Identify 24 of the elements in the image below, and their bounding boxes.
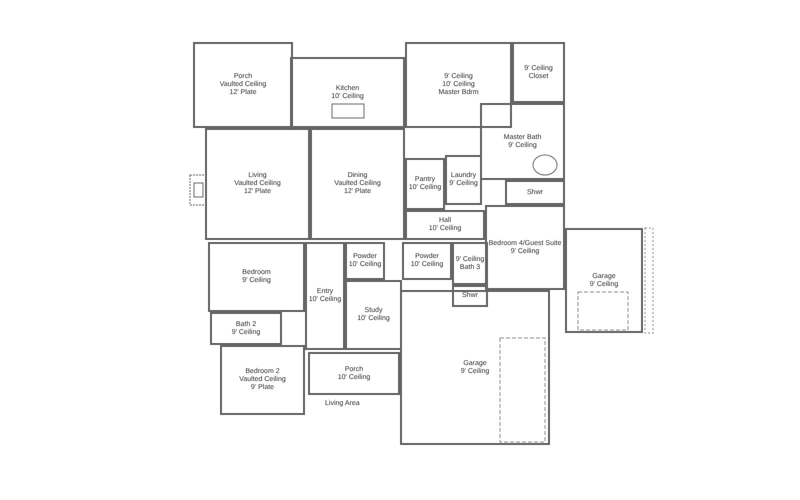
room-outline [400, 290, 550, 445]
room-outline [310, 128, 405, 240]
room-outline [452, 242, 488, 285]
room-outline [308, 352, 400, 395]
room-outline [345, 242, 385, 280]
room-outline [512, 42, 565, 103]
room-outline [305, 242, 345, 350]
room-outline [485, 205, 565, 290]
room-outline [405, 210, 485, 240]
room-outline [445, 155, 482, 205]
room-outline [205, 128, 310, 240]
room-outline [505, 180, 565, 205]
room-outline [405, 158, 445, 210]
room-outline [210, 312, 282, 345]
room-outline [193, 42, 293, 128]
room-outline [220, 345, 305, 415]
room-outline [480, 103, 565, 180]
room-outline [565, 228, 643, 333]
room-outline [452, 285, 488, 307]
room-outline [402, 242, 452, 280]
room-outline [208, 242, 305, 312]
room-outline [405, 42, 512, 128]
room-outline [345, 280, 402, 350]
room-outline [290, 57, 405, 128]
